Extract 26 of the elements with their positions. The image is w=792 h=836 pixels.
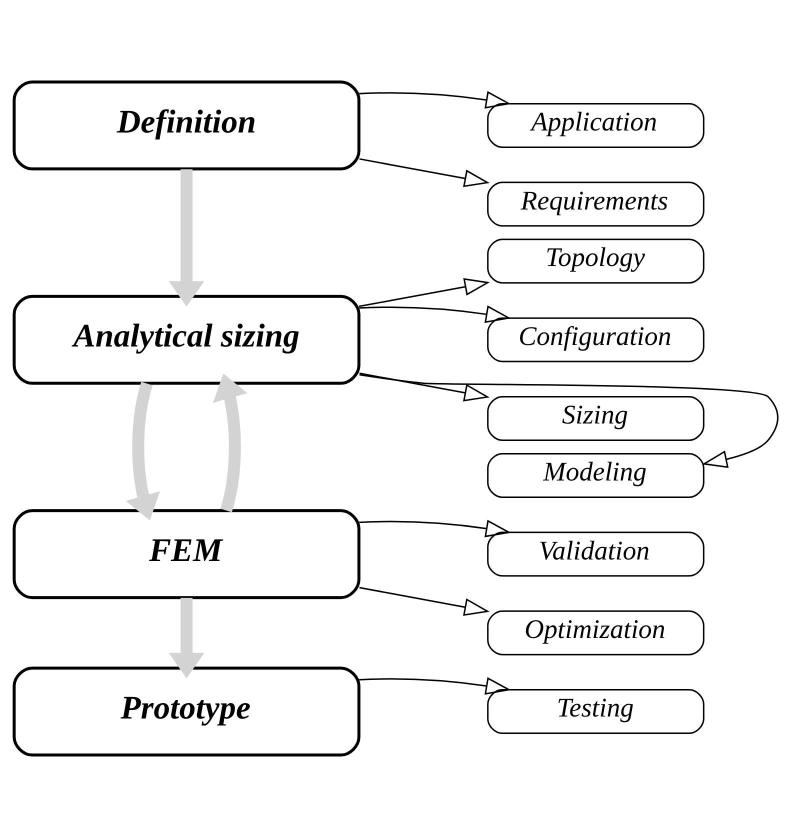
arrow xyxy=(359,586,490,616)
node-box: Optimization xyxy=(487,610,704,655)
arrow xyxy=(126,381,160,520)
arrow xyxy=(359,676,512,694)
node-box: Definition xyxy=(12,80,360,170)
node-box: Testing xyxy=(487,688,704,734)
node-box: Configuration xyxy=(487,316,704,362)
node-box: FEM xyxy=(12,508,360,599)
node-box: Topology xyxy=(487,238,704,284)
node-box: Prototype xyxy=(12,666,360,756)
node-box: Validation xyxy=(487,531,704,576)
arrow xyxy=(359,90,512,108)
node-box: Requirements xyxy=(487,181,704,226)
arrow xyxy=(359,519,512,537)
node-box: Analytical sizing xyxy=(12,294,360,384)
arrow xyxy=(359,374,778,468)
arrow xyxy=(168,168,204,306)
arrow xyxy=(359,372,490,402)
arrow xyxy=(358,278,490,307)
node-box: Application xyxy=(487,102,704,148)
arrow xyxy=(168,597,204,678)
node-box: Modeling xyxy=(487,452,704,498)
arrow xyxy=(359,158,490,187)
arrow xyxy=(213,373,248,512)
arrow xyxy=(359,304,512,322)
node-box: Sizing xyxy=(487,396,704,440)
